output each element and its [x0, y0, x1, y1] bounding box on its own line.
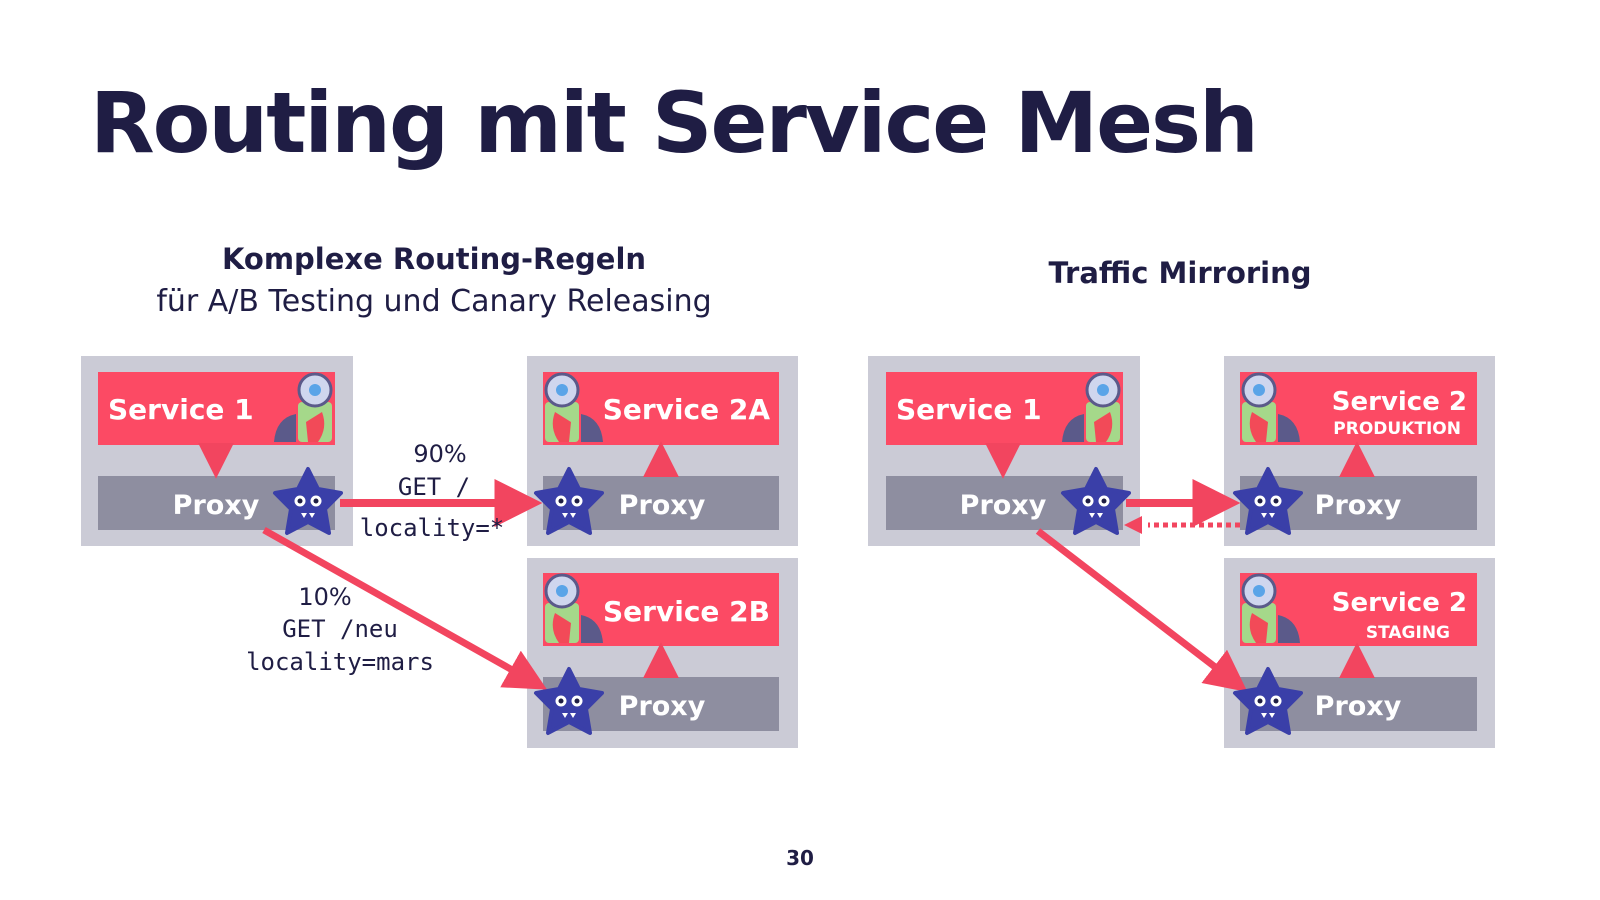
route-arrow-10 [262, 526, 548, 690]
right-service2-staging-label: Service 2 [1332, 588, 1467, 618]
mirror-arrow [1035, 528, 1248, 692]
right-proxy1-label: Proxy [960, 490, 1047, 521]
left-proxy2a-label: Proxy [619, 490, 706, 521]
right-proxy-staging-label: Proxy [1315, 691, 1402, 722]
right-service2-prod-label: Service 2 [1332, 387, 1467, 417]
left-subheading: für A/B Testing und Canary Releasing [156, 284, 712, 319]
right-proxy-prod-label: Proxy [1315, 490, 1402, 521]
rule-b-percent: 10% [298, 583, 351, 611]
rule-b-path: GET /neu [282, 615, 398, 643]
page-number: 30 [786, 846, 814, 870]
left-service1-label: Service 1 [108, 393, 254, 426]
rule-a-header: locality=* [360, 514, 505, 542]
arrow-left-icon [1124, 516, 1142, 534]
left-service2a-label: Service 2A [603, 393, 771, 426]
rule-b-header: locality=mars [246, 648, 434, 676]
rule-a-path: GET / [398, 473, 470, 501]
left-service2b-label: Service 2B [603, 595, 770, 628]
env-staging-label: STAGING [1366, 623, 1450, 643]
right-service1-label: Service 1 [896, 393, 1042, 426]
rule-a-percent: 90% [413, 440, 466, 468]
left-heading: Komplexe Routing-Regeln [221, 242, 647, 276]
left-proxy2b-label: Proxy [619, 691, 706, 722]
page-title: Routing mit Service Mesh [90, 74, 1259, 172]
left-proxy1-label: Proxy [173, 490, 260, 521]
right-heading: Traffic Mirroring [1048, 256, 1312, 290]
env-produktion-label: PRODUKTION [1333, 419, 1461, 439]
